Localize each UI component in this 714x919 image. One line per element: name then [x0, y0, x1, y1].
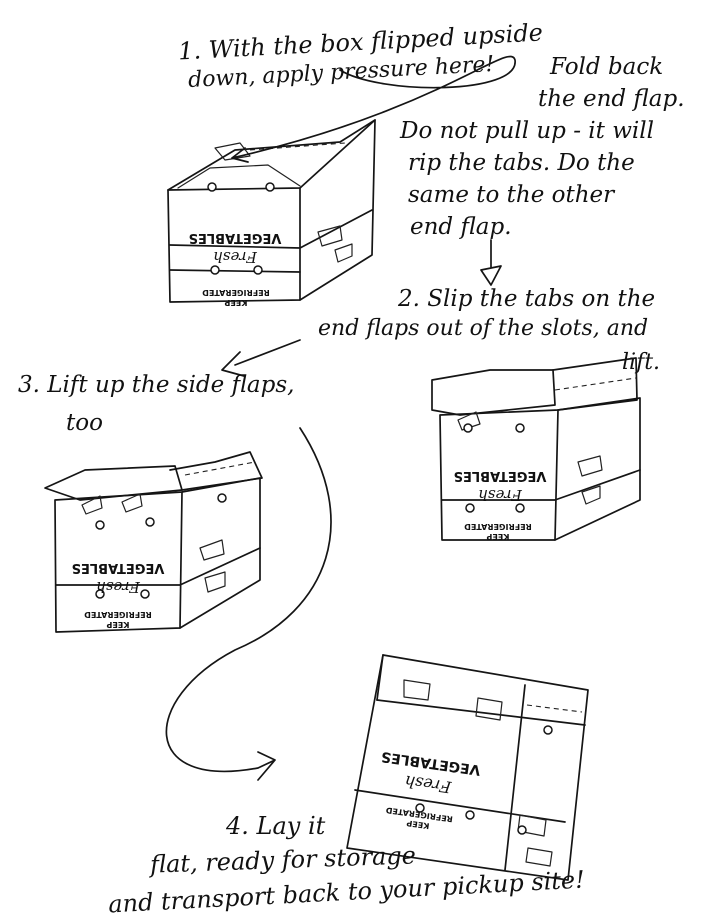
box2-keep-print: KEEP	[486, 532, 509, 541]
fold-note-line1: Fold back	[550, 54, 663, 82]
fold-note-line3: Do not pull up - it will	[400, 118, 654, 146]
box2-refrigerated-print: REFRIGERATED	[464, 522, 532, 531]
box2-fresh-print: Fresh	[478, 486, 523, 504]
fold-note-line2: the end flap.	[538, 86, 685, 114]
box3-fresh-print: Fresh	[96, 578, 141, 596]
step3-caption-line2: too	[66, 410, 103, 438]
arrow-fold-to-step2	[481, 240, 501, 285]
step2-caption-line1: 2. Slip the tabs on the	[398, 286, 655, 314]
box1-vegetables-print: VEGETABLES	[189, 230, 282, 245]
box3-refrigerated-print: REFRIGERATED	[84, 610, 152, 619]
box1-keep-print: KEEP	[224, 298, 247, 307]
box1-refrigerated-print: REFRIGERATED	[202, 288, 270, 297]
arrow-step2-to-step3	[222, 340, 300, 376]
step2-caption-line3: lift.	[622, 350, 660, 376]
fold-note-line6: end flap.	[410, 214, 512, 242]
box-illustration-step3: VEGETABLES Fresh REFRIGERATED KEEP	[45, 452, 262, 632]
box4-fresh-print: Fresh	[403, 772, 453, 797]
box-illustration-step2: VEGETABLES Fresh REFRIGERATED KEEP	[432, 358, 640, 541]
step3-caption-line1: 3. Lift up the side flaps,	[18, 372, 294, 400]
step2-caption-line2: end flaps out of the slots, and	[318, 316, 648, 342]
box3-vegetables-print: VEGETABLES	[72, 560, 165, 575]
fold-note-line4: rip the tabs. Do the	[408, 150, 635, 178]
box4-vegetables-print: VEGETABLES	[380, 748, 481, 778]
step4-caption-line1: 4. Lay it	[226, 812, 325, 841]
box1-fresh-print: Fresh	[213, 248, 258, 266]
fold-note-line5: same to the other	[408, 182, 614, 210]
box2-vegetables-print: VEGETABLES	[454, 468, 547, 483]
box3-keep-print: KEEP	[106, 620, 129, 629]
